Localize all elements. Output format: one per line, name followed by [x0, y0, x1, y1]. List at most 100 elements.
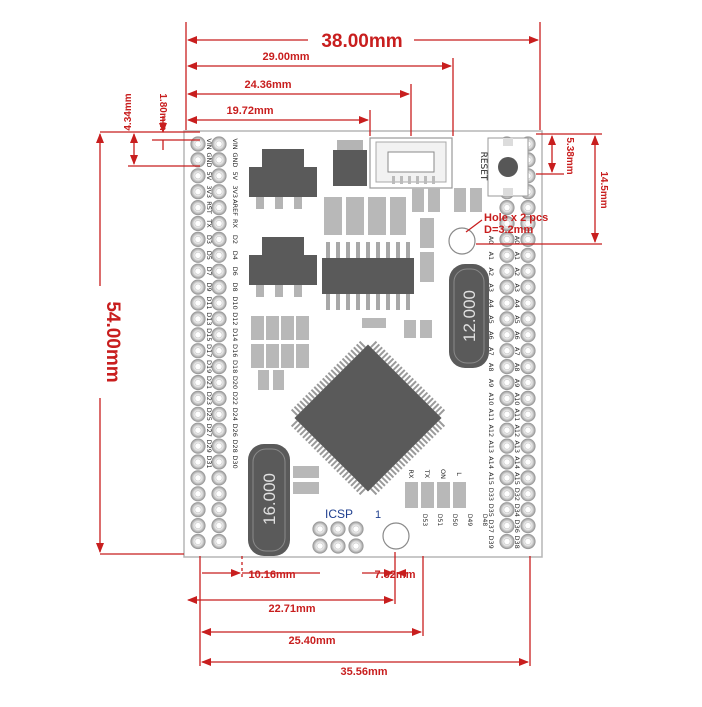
pin-label: A3	[513, 283, 521, 292]
icsp-pin1-label: 1	[375, 509, 381, 521]
header-pin	[211, 406, 227, 422]
header-pin	[499, 374, 515, 391]
header-pin	[190, 247, 206, 263]
chip-pin	[398, 369, 406, 377]
chip-pin	[326, 242, 330, 258]
mcu-chip	[290, 340, 446, 496]
pin-label: D25	[205, 408, 213, 421]
pin-label: D13	[205, 312, 213, 325]
chip-pin	[296, 425, 304, 433]
chip-pin	[406, 377, 414, 385]
pin-label: VIN	[205, 138, 213, 149]
header-pin	[190, 390, 206, 406]
chip-pin	[290, 420, 298, 428]
pin-label: D31	[205, 455, 213, 468]
chip-pin	[406, 294, 410, 310]
chip-pin	[305, 434, 313, 442]
pin-label: D12	[231, 312, 239, 325]
header-pin	[211, 343, 227, 359]
pin-label: A12	[487, 424, 495, 437]
header-pin	[211, 470, 227, 486]
chip-pin	[438, 408, 446, 416]
header-pin	[190, 215, 206, 232]
chip-pin	[375, 346, 383, 354]
chip-pin	[327, 372, 335, 380]
header-pin	[499, 358, 515, 375]
chip-pin	[344, 473, 352, 481]
chip-pin	[376, 242, 380, 258]
header-pin	[211, 533, 227, 550]
chip-pin	[418, 439, 426, 447]
header-pin	[520, 263, 536, 279]
usb-serial-chip	[322, 242, 414, 310]
header-pin	[520, 533, 536, 550]
pin-label: D50	[451, 514, 458, 526]
header-pin	[520, 279, 536, 295]
chip-pin	[381, 476, 389, 484]
pin-label: D51	[436, 514, 443, 526]
pin-label: D21	[205, 376, 213, 389]
header-pin	[211, 231, 227, 247]
chip-pin	[293, 422, 301, 431]
chip-pin	[384, 473, 392, 481]
pin-label: VIN	[231, 138, 239, 149]
pin-label: GND	[231, 152, 239, 167]
pin-label: A2	[513, 268, 521, 277]
chip-pin	[404, 454, 412, 462]
chip-pin	[353, 346, 361, 354]
chip-pin	[396, 242, 400, 258]
header-pin	[499, 533, 515, 550]
pin-label: A6	[487, 331, 495, 340]
chip-pin	[336, 465, 344, 473]
header-pin	[211, 279, 227, 295]
header-pin	[211, 168, 227, 184]
dim-10-16mm-label: 10.16mm	[248, 569, 295, 581]
chip-pin	[324, 374, 332, 382]
chip-pin	[350, 479, 358, 487]
header-pin	[520, 311, 536, 327]
dimension-lines	[96, 22, 602, 666]
chip-pin	[341, 471, 349, 479]
pin-label: D3	[205, 235, 213, 244]
header-pin	[211, 327, 227, 343]
pin-label: A4	[487, 299, 495, 308]
chip-pin	[366, 242, 370, 258]
chip-pin	[296, 403, 304, 411]
chip-pin	[344, 355, 352, 363]
pin-label: A11	[487, 409, 495, 422]
header-pin	[190, 152, 206, 168]
header-pin	[211, 247, 227, 263]
header-pin	[499, 295, 515, 311]
header-pin	[190, 231, 206, 247]
chip-pin	[305, 394, 313, 402]
chip-pin	[372, 485, 381, 493]
pin-label: A3	[487, 283, 495, 292]
header-pin	[499, 470, 515, 486]
chip-pin	[401, 372, 409, 380]
chip-pin	[346, 242, 350, 258]
header-pin	[520, 486, 536, 502]
header-pin	[520, 295, 536, 311]
chip-pin	[406, 242, 410, 258]
header-pin	[211, 374, 227, 391]
pin-label: AREF	[231, 199, 239, 216]
pin-label: D36	[513, 520, 521, 533]
chip-pin	[322, 451, 330, 459]
crystal-12mhz: 12.000	[449, 264, 489, 368]
header-pin	[520, 390, 536, 406]
icsp-pin	[348, 521, 364, 537]
chip-pin	[404, 374, 412, 382]
chip-pin	[355, 343, 364, 351]
chip-pin	[302, 431, 310, 439]
header-pin	[520, 406, 536, 422]
chip-pin	[333, 462, 341, 470]
chip-pin	[330, 459, 338, 467]
header-pin	[520, 470, 536, 486]
chip-pin	[387, 357, 395, 365]
chip-pin	[423, 394, 431, 402]
chip-pin	[381, 352, 389, 360]
pin-label: A5	[513, 315, 521, 324]
